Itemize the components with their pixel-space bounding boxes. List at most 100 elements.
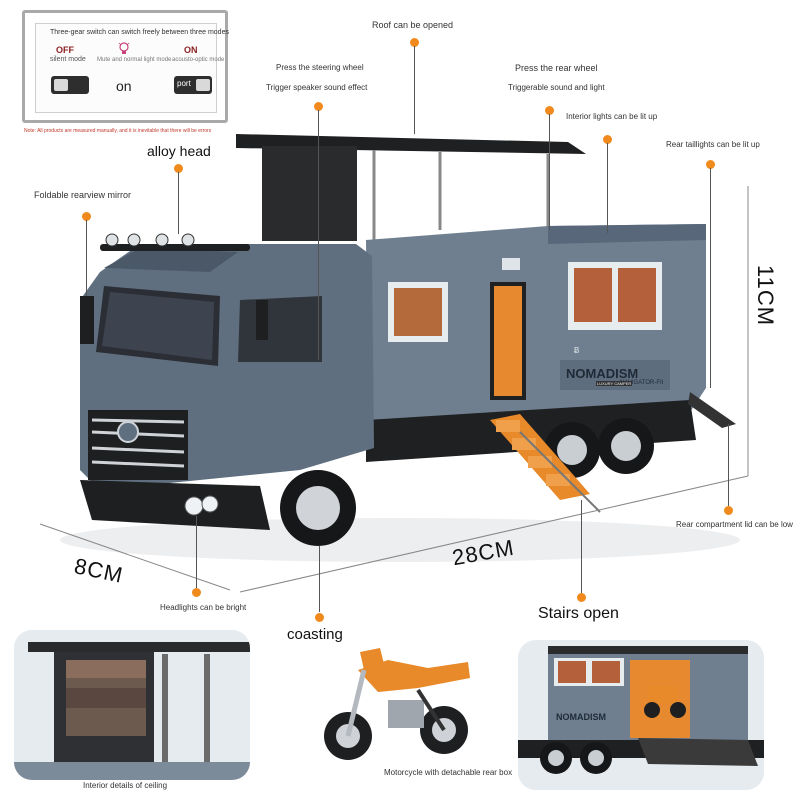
callout-triggerable: Triggerable sound and light (508, 83, 605, 92)
on-label: ON (184, 45, 198, 55)
rear-ramp (688, 392, 736, 428)
ground-shadow (60, 518, 740, 562)
grille-bar (91, 446, 185, 454)
on-text: on (116, 78, 132, 94)
rear-ramp (638, 738, 758, 766)
callout-rear-lid: Rear compartment lid can be low (676, 520, 793, 529)
width-dimension-line (39, 523, 231, 591)
stair-rail (519, 431, 601, 513)
callout-line (414, 46, 415, 134)
stair-step (528, 456, 552, 468)
callout-dot (314, 102, 323, 111)
thumbnail-rear-compartment: NOMADISM (518, 640, 764, 790)
callout-trigger-speaker: Trigger speaker sound effect (266, 83, 368, 92)
light-bulb-icon (118, 42, 130, 54)
side-window (238, 296, 322, 362)
callout-line (318, 110, 319, 360)
callout-interior-lights: Interior lights can be lit up (566, 112, 658, 121)
callout-steering: Press the steering wheel (276, 63, 364, 72)
camper-window (618, 268, 656, 322)
camper-top-edge (548, 224, 706, 244)
on-sub-label: acousto-optic mode (172, 57, 225, 63)
mode-panel-header: Three-gear switch can switch freely betw… (50, 29, 229, 36)
rear-compartment-illustration (518, 640, 764, 790)
front-bumper (80, 480, 270, 530)
camper-door-opening (494, 286, 522, 396)
switch-knob (54, 79, 68, 91)
callout-line (319, 546, 320, 612)
callout-coasting: coasting (287, 626, 343, 643)
callout-dot (724, 506, 733, 515)
callout-dot (410, 38, 419, 47)
truck-small-badge: Ƀ (574, 346, 580, 355)
mode-switch-inner: Three-gear switch can switch freely betw… (35, 23, 229, 113)
off-sub-label: silent mode (50, 56, 86, 63)
callout-dot (577, 593, 586, 602)
measurement-note: Note: All products are measured manually… (24, 128, 212, 134)
mode-switch-panel: Three-gear switch can switch freely betw… (22, 10, 229, 123)
roof-support-panel (262, 146, 357, 241)
mode-switch-off (51, 76, 89, 94)
headlight (184, 496, 204, 516)
roof-pole (162, 654, 168, 764)
callout-line (581, 500, 582, 594)
stair-step (496, 420, 520, 432)
callout-dot (192, 588, 201, 597)
thumbnail-ceiling-caption: Interior details of ceiling (83, 781, 168, 790)
callout-alloy-head: alloy head (147, 143, 211, 159)
motorcycle-illustration (324, 648, 470, 760)
headlight (201, 495, 219, 513)
callout-line (607, 143, 608, 233)
callout-line (549, 114, 550, 230)
callout-dot (315, 613, 324, 622)
callout-mirror: Foldable rearview mirror (34, 190, 132, 200)
callout-headlights: Headlights can be bright (160, 603, 247, 612)
camper-vent (502, 258, 520, 270)
callout-rear-taillights: Rear taillights can be lit up (666, 140, 760, 149)
off-label: OFF (56, 45, 74, 55)
rear-wheel-hub (557, 435, 587, 465)
roof-lamp (155, 233, 169, 247)
callout-rear-wheel: Press the rear wheel (515, 63, 598, 73)
cab-emblem (117, 421, 139, 443)
motorcycle-body (358, 660, 470, 692)
callout-line (728, 424, 729, 506)
mid-sub-label: Mute and normal light mode (97, 57, 172, 63)
cab-roof (104, 248, 238, 272)
motorcycle-engine (388, 700, 424, 728)
rear-brand-text: NOMADISM (556, 712, 606, 722)
truck-model-text: NAVIGATOR-FII (620, 380, 664, 386)
grille-bar (91, 460, 185, 468)
grille-bar (91, 418, 185, 424)
switch-knob (196, 79, 210, 91)
callout-dot (545, 106, 554, 115)
camper-window (574, 268, 612, 322)
roof-lamp (127, 233, 141, 247)
roof-slab (28, 642, 250, 652)
callout-line (178, 172, 179, 234)
thumbnail-ceiling-interior (14, 630, 250, 780)
truck-brand-text: NOMADISM (566, 366, 639, 381)
callout-stairs: Stairs open (538, 605, 619, 622)
light-bar (100, 244, 250, 251)
switch-port-label: port (177, 79, 191, 88)
ceiling-interior-illustration (14, 630, 250, 780)
roof-pole (204, 654, 210, 764)
mode-switch-on: port (174, 76, 212, 94)
camper-window (394, 288, 442, 336)
callout-line (86, 220, 87, 296)
roof-lamp (105, 233, 119, 247)
stair-step (546, 474, 570, 486)
callout-dot (174, 164, 183, 173)
motorcycle-front-fender (360, 648, 384, 670)
rearview-mirror (80, 296, 94, 344)
callout-roof: Roof can be opened (372, 20, 454, 30)
windshield-reflection (102, 292, 214, 360)
callout-line (710, 168, 711, 388)
callout-dot (706, 160, 715, 169)
callout-line (196, 516, 197, 588)
callout-dot (603, 135, 612, 144)
truck-badge-text: LUXURY CAMPER (596, 381, 633, 386)
length-dimension-line (239, 475, 749, 593)
